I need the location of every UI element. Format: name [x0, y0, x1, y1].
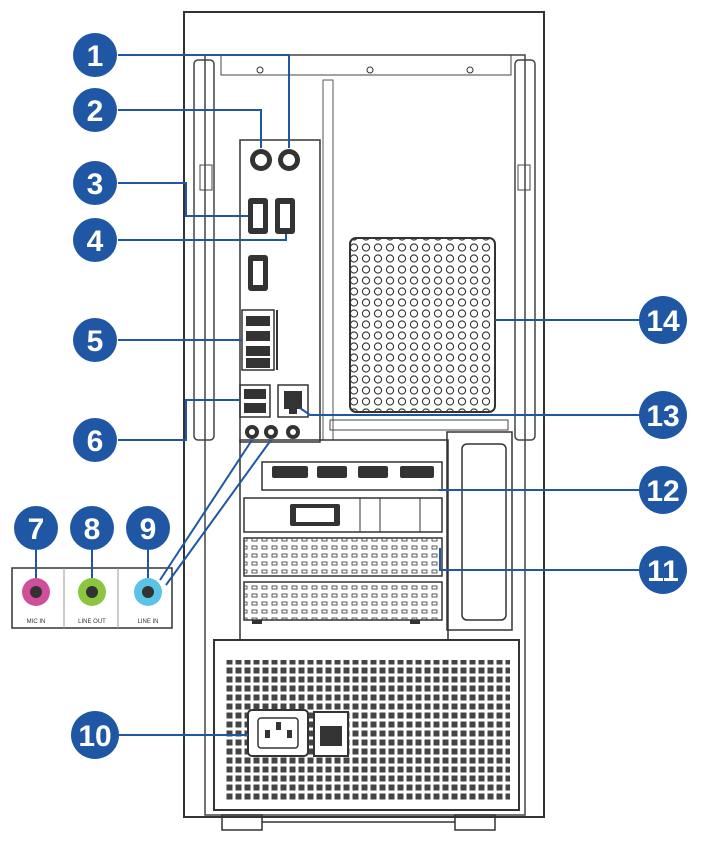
callout-5: 5: [73, 318, 117, 362]
mic-in-jack: MIC IN: [22, 578, 50, 625]
displayport: [248, 198, 295, 291]
svg-text:1: 1: [87, 40, 104, 73]
svg-text:12: 12: [646, 475, 679, 508]
svg-text:6: 6: [87, 425, 104, 458]
callout-2: 2: [73, 88, 117, 132]
slot-retainer: [446, 431, 513, 631]
mic-in-label: MIC IN: [27, 619, 46, 625]
svg-text:5: 5: [87, 325, 104, 358]
svg-text:4: 4: [87, 225, 104, 258]
callout-3: 3: [73, 161, 117, 205]
callout-12: 12: [639, 466, 687, 514]
power-socket: [247, 709, 309, 757]
callout-13: 13: [639, 391, 687, 439]
leader-lines: [35, 54, 640, 736]
svg-text:2: 2: [87, 95, 104, 128]
expansion-slot-bracket: [239, 439, 449, 641]
callout-6: 6: [73, 418, 117, 462]
line-in-jack: LINE IN: [134, 578, 162, 625]
svg-text:13: 13: [646, 400, 679, 433]
callout-8: 8: [70, 506, 114, 550]
power-switch: [313, 711, 349, 757]
callout-10: 10: [71, 711, 119, 759]
callout-14: 14: [639, 296, 687, 344]
callout-9: 9: [126, 506, 170, 550]
svg-text:8: 8: [84, 513, 101, 546]
ps2-port: [250, 149, 300, 171]
audio-jack: [245, 425, 300, 439]
line-out-label: LINE OUT: [78, 619, 106, 625]
svg-text:3: 3: [87, 168, 104, 201]
svg-text:14: 14: [646, 305, 680, 338]
vent-grille: [329, 237, 509, 431]
callout-11: 11: [639, 546, 687, 594]
svg-text:10: 10: [78, 720, 111, 753]
svg-text:7: 7: [28, 513, 45, 546]
callout-1: 1: [73, 33, 117, 77]
callout-7: 7: [14, 506, 58, 550]
line-out-jack: LINE OUT: [78, 578, 106, 625]
rj45-lan-port: [277, 384, 309, 418]
svg-text:11: 11: [647, 555, 679, 588]
hdmi-port: [248, 198, 268, 234]
line-in-label: LINE IN: [137, 619, 158, 625]
svg-text:9: 9: [140, 513, 157, 546]
callout-4: 4: [73, 218, 117, 262]
